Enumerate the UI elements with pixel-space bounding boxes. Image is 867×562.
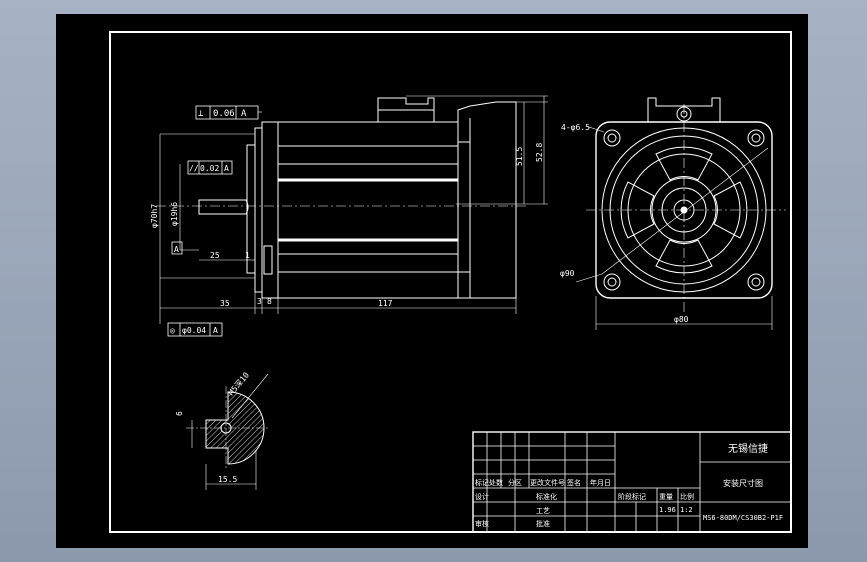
tol-flatness: // 0.02 A [187, 160, 233, 175]
tb-drawing-name: 安装尺寸图 [723, 478, 763, 488]
tol-concentricity: ◎ φ0.04 A [167, 322, 223, 337]
tb-model: MS6-80DM/CS30B2-P1F [703, 514, 783, 522]
shaft-section [186, 373, 270, 490]
tol-value: 0.02 [200, 164, 219, 173]
mounting-holes [603, 129, 765, 291]
tb-label: 更改文件号 [530, 478, 565, 487]
dim-square: φ80 [674, 315, 689, 324]
front-view [586, 97, 786, 314]
tb-label: 标记 [475, 478, 489, 487]
tol-symbol: ◎ [170, 326, 175, 335]
tb-label: 标准化 [536, 492, 557, 501]
tol-value: φ0.04 [182, 326, 206, 335]
title-block [472, 431, 792, 533]
dim-flange-b: 8 [267, 297, 272, 306]
front-shaft [673, 199, 695, 221]
tb-label: 阶段标记 [618, 492, 646, 501]
tb-company: 无锡信捷 [728, 442, 768, 455]
tol-value: 0.06 [213, 109, 235, 119]
tb-label: 重量 [659, 493, 673, 501]
dim-body-len: 117 [378, 299, 393, 308]
dim-flange-a: 3 [257, 297, 262, 306]
datum-label: A [174, 245, 179, 254]
tb-label: 处数 [489, 478, 503, 487]
dim-key-width: 6 [175, 411, 184, 416]
motor-body [261, 121, 459, 299]
drawing-border [109, 31, 792, 533]
cad-viewport[interactable]: ⊥ 0.06 A // 0.02 A ◎ φ0.04 A [56, 14, 808, 548]
front-dimensions [575, 125, 773, 330]
tb-label: 批准 [536, 519, 550, 528]
datum-box [171, 241, 183, 255]
dim-holes: 4-φ6.5 [561, 123, 590, 132]
shaft [198, 199, 248, 215]
dim-bolt-circle: φ90 [560, 269, 575, 278]
dim-flange-total: 35 [220, 299, 230, 308]
tol-datum: A [213, 326, 218, 335]
tb-weight: 1.96 [659, 506, 676, 514]
side-view [156, 97, 526, 299]
tol-symbol: // [189, 164, 199, 173]
tb-label: 设计 [475, 492, 489, 501]
tb-scale: 1:2 [680, 506, 693, 514]
dim-key-depth: 15.5 [218, 475, 237, 484]
dim-shaft-len: 25 [210, 251, 220, 260]
side-dimensions [159, 95, 548, 324]
tb-label: 审核 [475, 519, 489, 528]
tol-datum: A [224, 164, 229, 173]
tb-label: 分区 [508, 478, 522, 487]
dim-height1: 51.5 [515, 147, 524, 166]
dim-shaft-dia: φ70h7 [150, 204, 159, 228]
tb-label: 签名 [567, 478, 581, 487]
tb-label: 工艺 [536, 507, 550, 515]
dim-height2: 52.8 [535, 143, 544, 162]
tb-label: 年月日 [590, 478, 611, 487]
tol-datum: A [241, 109, 247, 119]
tol-symbol: ⊥ [198, 109, 204, 119]
tb-label: 比例 [680, 492, 694, 501]
tol-perpendicularity: ⊥ 0.06 A [195, 105, 262, 120]
flange-square [595, 121, 773, 299]
dim-shaft-dia2: φ19h6 [170, 202, 179, 226]
dim-gap: 1 [245, 251, 250, 260]
